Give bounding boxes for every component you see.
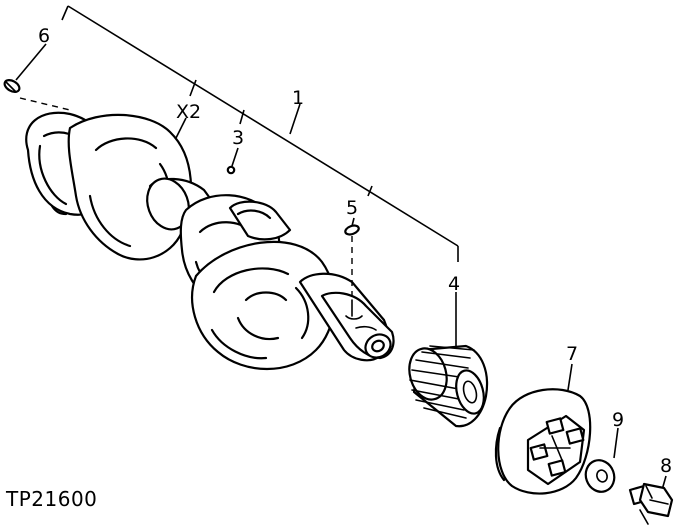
callout-5: 5: [346, 197, 358, 219]
callout-1: 1: [292, 87, 304, 109]
crankshaft: [25, 111, 395, 370]
x2-leader: [19, 97, 71, 111]
callout-6: 6: [38, 25, 50, 47]
part-4-gear: [408, 292, 489, 428]
callout-7: 7: [566, 343, 578, 365]
callout-9: 9: [612, 409, 624, 431]
x2-leader-solid: [175, 117, 187, 139]
part-7-hub: [494, 363, 592, 495]
part-8-bolt: [628, 475, 674, 525]
callout-x2: X2: [176, 101, 201, 123]
callout-3: 3: [232, 127, 244, 149]
part-9-washer: [584, 427, 619, 493]
part-6-pin: [3, 43, 47, 93]
figure-reference-code: TP21600: [5, 487, 97, 511]
callout-8: 8: [660, 455, 672, 477]
group-bracket: [61, 5, 459, 262]
part-3-ball: [226, 147, 239, 175]
callout-4: 4: [448, 273, 460, 295]
part-5-key: [344, 217, 360, 300]
